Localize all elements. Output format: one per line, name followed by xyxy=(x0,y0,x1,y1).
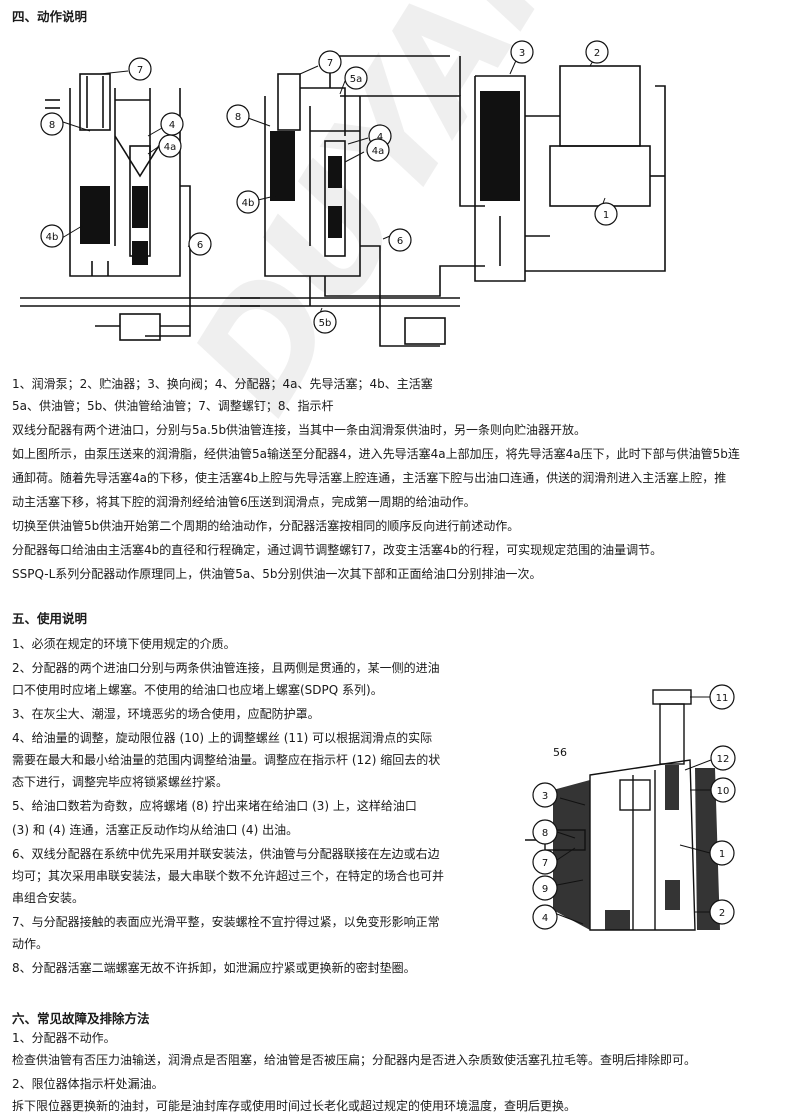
detail-label-11: 11 xyxy=(716,693,729,704)
usage-line: 3、在灰尘大、潮湿，环境恶劣的场合使用，应配防护罩。 xyxy=(12,707,320,721)
paragraph-line: SSPQ-L系列分配器动作原理同上，供油管5a、5b分别供油一次其下部和正面给油… xyxy=(12,567,542,581)
action-schematic-diagram: 7 8 4 4a 4b 6 7 8 5a 4 4a 4b 6 5b 3 2 1 xyxy=(20,40,666,347)
detail-label-3: 3 xyxy=(542,791,548,802)
detail-label-12: 12 xyxy=(717,754,730,765)
troubleshoot-line: 检查供油管有否压力油输送，润滑点是否阻塞，给油管是否被压扁；分配器内是否进入杂质… xyxy=(12,1053,697,1067)
distributor-detail-diagram: 11 56 12 10 3 8 7 9 4 1 2 xyxy=(525,684,736,931)
detail-label-4: 4 xyxy=(542,913,548,924)
troubleshoot-line: 拆下限位器更换新的油封，可能是油封库存或使用时间过长老化或超过规定的使用环境温度… xyxy=(12,1099,577,1113)
paragraph-line: 动主活塞下移，将其下腔的润滑剂经给油管6压送到润滑点，完成第一周期的给油动作。 xyxy=(12,495,476,509)
paragraph-line: 如上图所示，由泵压送来的润滑脂，经供油管5a输送至分配器4，进入先导活塞4a上部… xyxy=(12,447,740,461)
usage-line: 均可；其次采用串联安装法，最大串联个数不允许超过三个，在特定的场合也可并 xyxy=(12,869,445,883)
legend-line: 1、润滑泵；2、贮油器；3、换向阀；4、分配器；4a、先导活塞；4b、主活塞 xyxy=(12,377,433,391)
label-mid-7: 7 xyxy=(327,58,333,69)
label-right-2: 2 xyxy=(594,48,600,59)
detail-label-9: 9 xyxy=(542,884,548,895)
paragraph-line: 双线分配器有两个进油口，分别与5a.5b供油管连接，当其中一条由润滑泵供油时，另… xyxy=(12,423,587,437)
label-left-6: 6 xyxy=(197,240,203,251)
detail-label-10: 10 xyxy=(717,786,730,797)
label-left-8: 8 xyxy=(49,120,55,131)
usage-line: 串组合安装。 xyxy=(12,891,85,905)
usage-line: 1、必须在规定的环境下使用规定的介质。 xyxy=(12,637,236,651)
label-mid-8: 8 xyxy=(235,112,241,123)
label-mid-5a: 5a xyxy=(350,74,363,85)
usage-line: 5、给油口数若为奇数，应将螺堵 (8) 拧出来堵在给油口 (3) 上，这样给油口 xyxy=(12,799,417,813)
section-title-troubleshoot: 六、常见故障及排除方法 xyxy=(12,1011,150,1026)
paragraph-line: 通卸荷。随着先导活塞4a的下移，使主活塞4b上腔与先导活塞上腔连通，主活塞下腔与… xyxy=(12,471,727,485)
troubleshoot-line: 1、分配器不动作。 xyxy=(12,1031,116,1045)
usage-line: 需要在最大和最小给油量的范围内调整给油量。调整应在指示杆 (12) 缩回去的状 xyxy=(12,753,441,767)
usage-line: 6、双线分配器在系统中优先采用并联安装法，供油管与分配器联接在左边或右边 xyxy=(12,847,440,861)
troubleshoot-line: 2、限位器体指示杆处漏油。 xyxy=(12,1077,164,1091)
label-mid-4b: 4b xyxy=(242,198,255,209)
label-right-1: 1 xyxy=(603,210,609,221)
detail-label-8: 8 xyxy=(542,828,548,839)
label-left-4b: 4b xyxy=(46,232,59,243)
usage-line: 口不使用时应堵上螺塞。不使用的给油口也应堵上螺塞(SDPQ 系列)。 xyxy=(12,683,383,697)
label-left-4: 4 xyxy=(169,120,175,131)
paragraph-line: 切换至供油管5b供油开始第二个周期的给油动作，分配器活塞按相同的顺序反向进行前述… xyxy=(12,519,520,533)
usage-line: 4、给油量的调整，旋动限位器 (10) 上的调整螺丝 (11) 可以根据润滑点的… xyxy=(12,731,433,745)
label-mid-4a: 4a xyxy=(372,146,385,157)
label-mid-4: 4 xyxy=(377,132,383,143)
usage-line: 态下进行，调整完毕应将锁紧螺丝拧紧。 xyxy=(12,775,229,789)
detail-label-7: 7 xyxy=(542,858,548,869)
detail-label-56: 56 xyxy=(553,746,567,759)
label-mid-5b: 5b xyxy=(319,318,332,329)
detail-label-2: 2 xyxy=(719,908,725,919)
section-title-action: 四、动作说明 xyxy=(12,9,88,24)
label-left-7: 7 xyxy=(137,65,143,76)
usage-line: 7、与分配器接触的表面应光滑平整，安装螺栓不宜拧得过紧，以免变形影响正常 xyxy=(12,915,440,929)
label-left-4a: 4a xyxy=(164,142,177,153)
legend-line: 5a、供油管；5b、供油管给油管；7、调整螺钉；8、指示杆 xyxy=(12,399,334,413)
section-title-usage: 五、使用说明 xyxy=(12,611,88,626)
usage-line: (3) 和 (4) 连通，活塞正反动作均从给油口 (4) 出油。 xyxy=(12,823,299,837)
paragraph-line: 分配器每口给油由主活塞4b的直径和行程确定，通过调节调整螺钉7，改变主活塞4b的… xyxy=(12,543,663,557)
detail-label-1: 1 xyxy=(719,849,725,860)
label-right-3: 3 xyxy=(519,48,525,59)
usage-line: 8、分配器活塞二端螺塞无故不许拆卸，如泄漏应拧紧或更换新的密封垫圈。 xyxy=(12,961,416,975)
label-mid-6: 6 xyxy=(397,236,403,247)
usage-line: 2、分配器的两个进油口分别与两条供油管连接，且两侧是贯通的，某一侧的进油 xyxy=(12,661,440,675)
usage-line: 动作。 xyxy=(12,937,49,951)
